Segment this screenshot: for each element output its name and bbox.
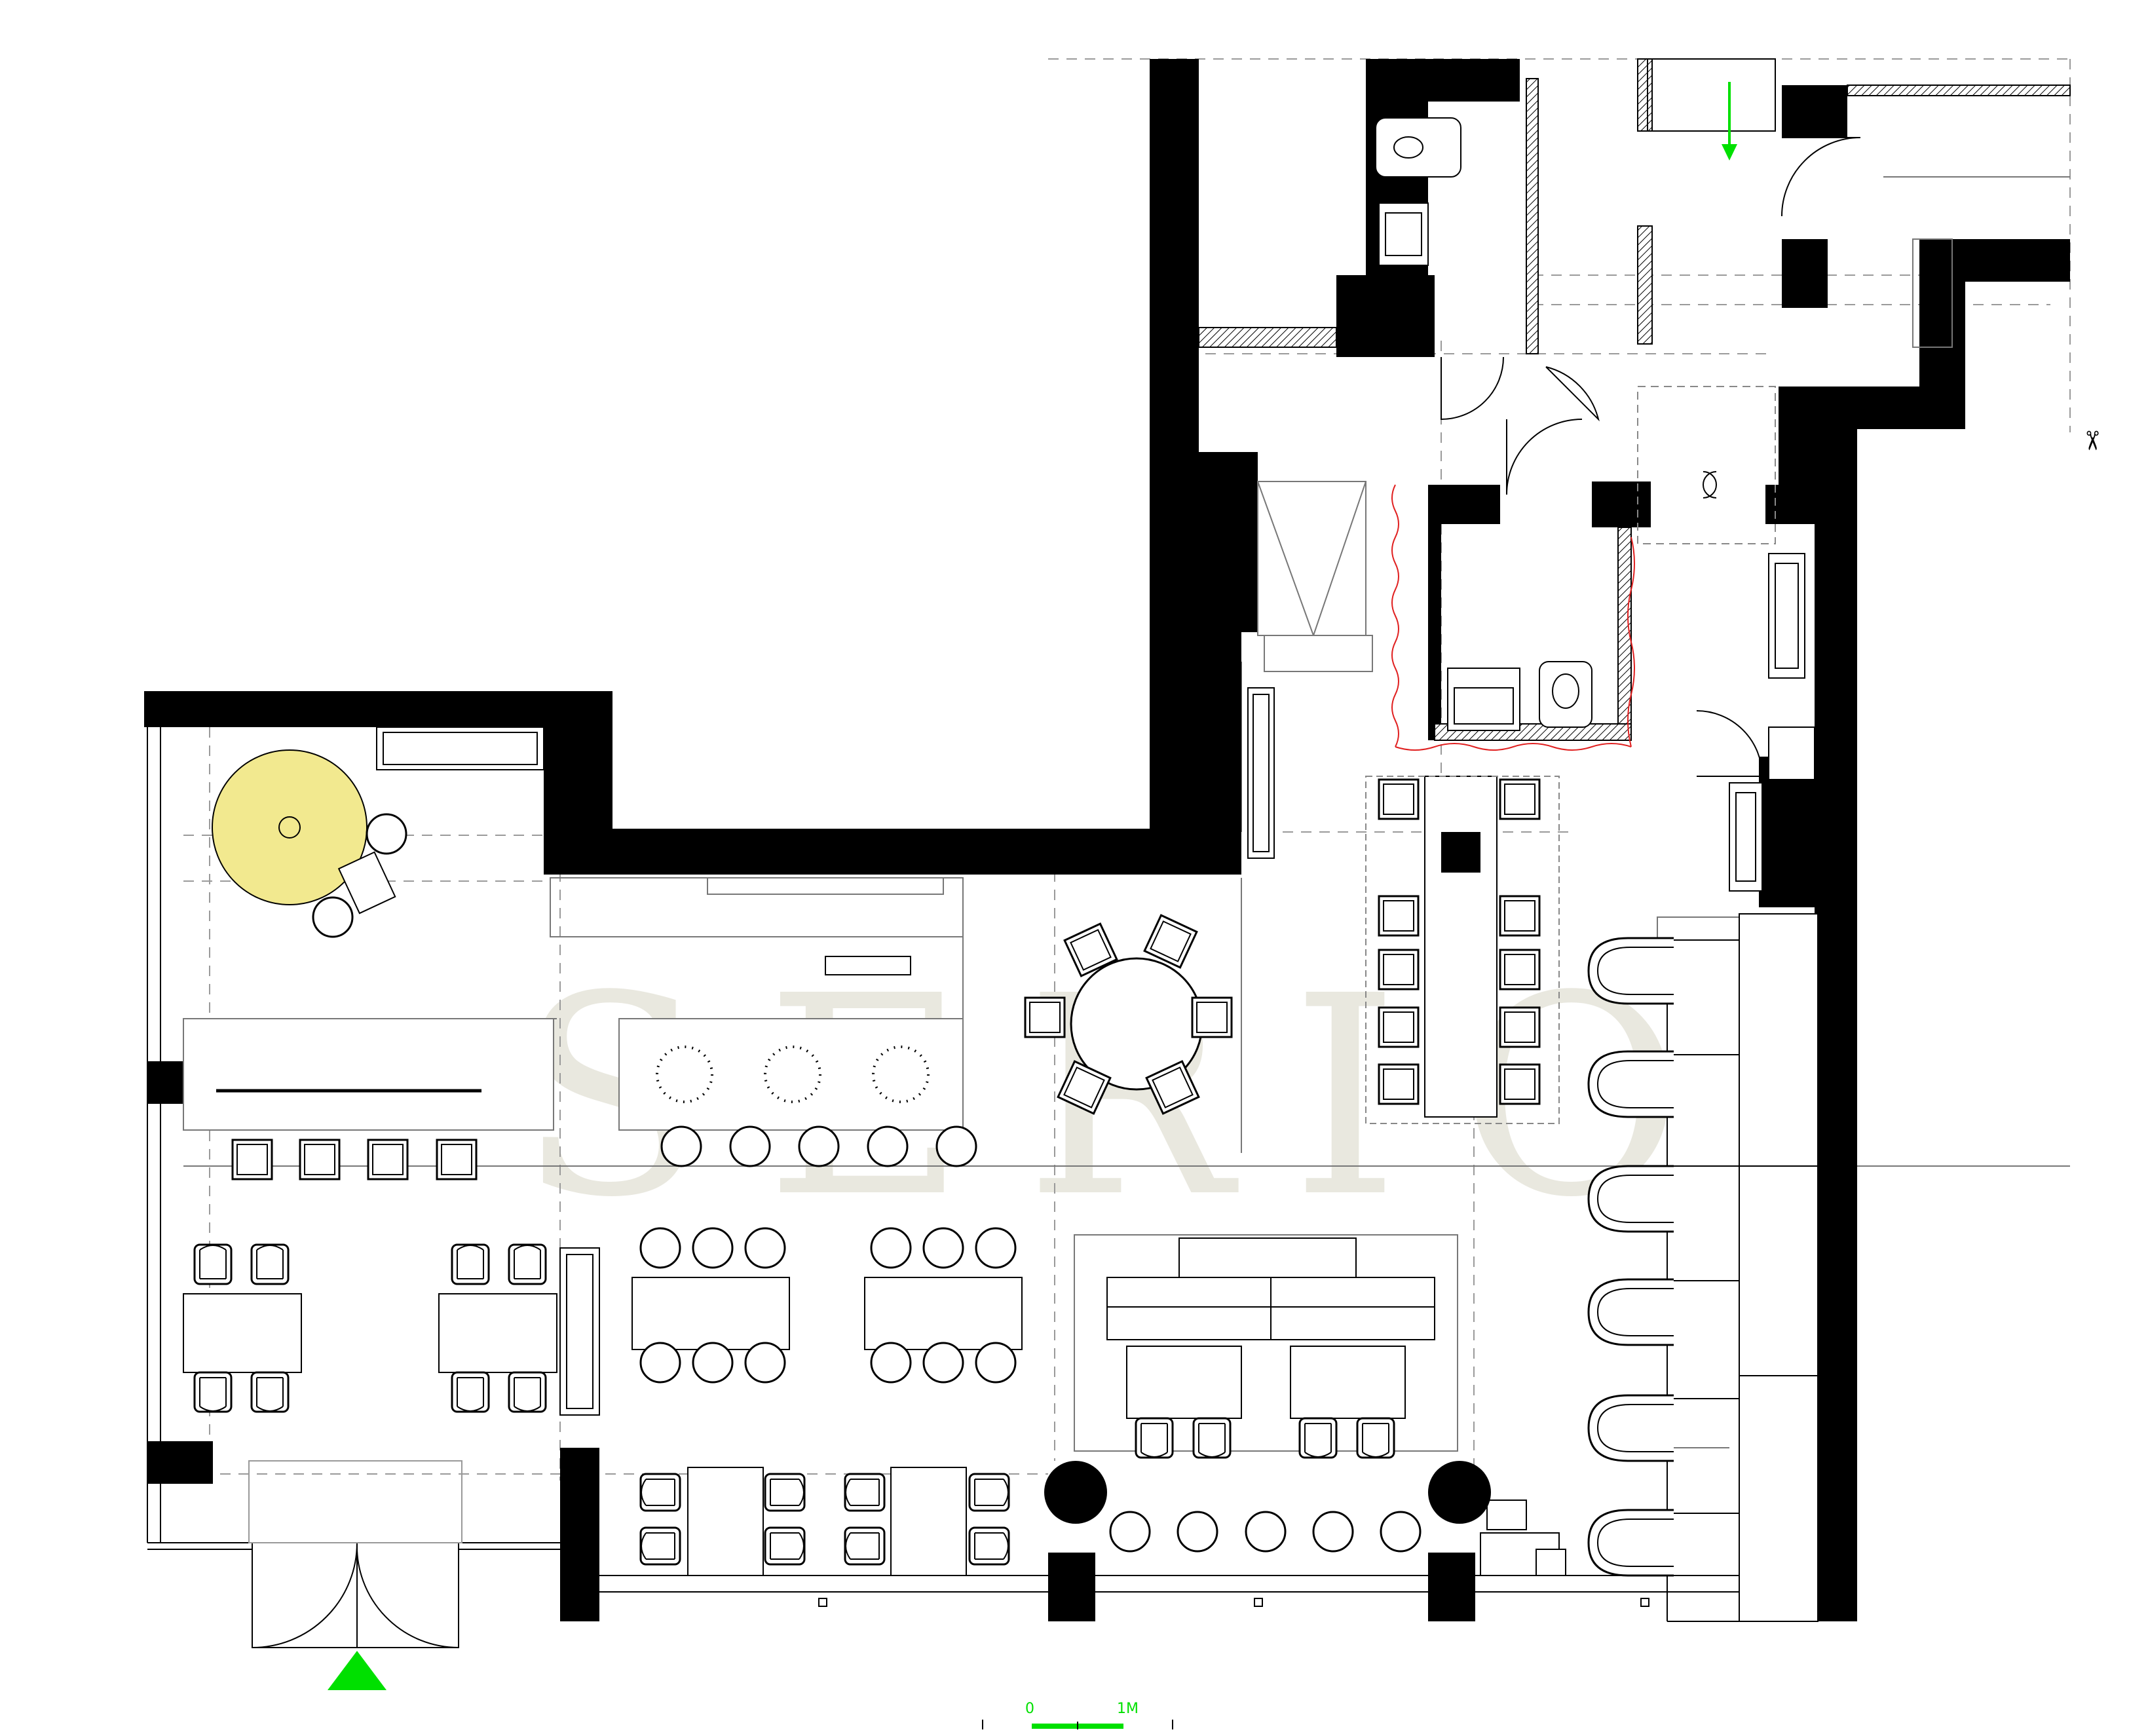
round-table [1024,914,1233,1115]
fire-rated-line [1391,484,1635,751]
service-counter [183,726,964,1131]
toilet-icon [1375,117,1461,178]
restrooms [1247,117,1815,892]
toilet-icon [1539,661,1592,728]
entrance-arrow-icon [328,1651,386,1690]
scale-bar-start-label: 0 [1025,1701,1034,1717]
tables [183,776,1818,1622]
columns [1044,1461,1491,1524]
scissors-icon: ✂ [2077,430,2107,452]
highlight-marker [212,749,407,938]
storefront-glazing [147,727,1815,1607]
sink-icon [1447,668,1520,731]
doors [248,137,1861,1648]
sofa [1106,1237,1435,1340]
column [1441,832,1480,873]
partition-walls [1198,58,2071,741]
scale-bar-end-label: 1M [1117,1701,1139,1717]
exit-arrow-icon [1722,82,1737,160]
shaft-corridor [1257,58,2070,672]
scale-bar: 0 1M [982,1701,1173,1729]
